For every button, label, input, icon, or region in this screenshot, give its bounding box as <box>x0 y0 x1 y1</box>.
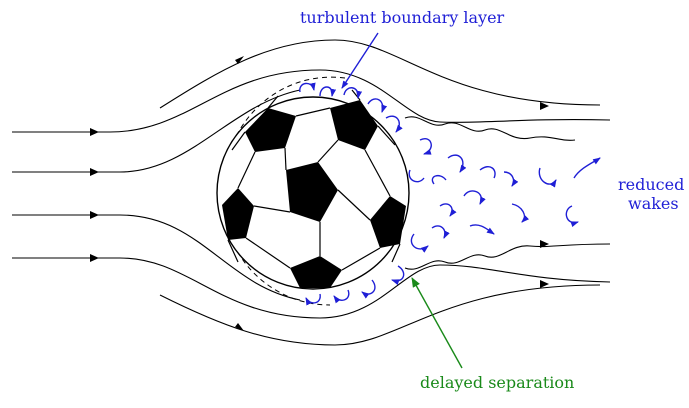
streamline-top-outer <box>159 39 601 109</box>
streamline-bottom-mid <box>12 257 611 319</box>
curl-arrow-icon <box>573 157 601 179</box>
reduced-wakes-label-line1: reduced <box>618 175 685 194</box>
curl-arrow-icon <box>367 98 388 113</box>
curl-arrow-icon <box>305 293 321 306</box>
flow-arrow <box>235 56 244 64</box>
curl-arrow-icon <box>431 225 450 239</box>
separation-pointer <box>411 277 463 369</box>
curl-arrow-icon <box>319 86 337 97</box>
wake-lower <box>404 243 611 270</box>
reduced-wakes-label-line2: wakes <box>628 194 679 213</box>
flow-arrow <box>90 168 99 176</box>
flow-arrow <box>90 128 99 136</box>
curl-arrow-icon <box>565 205 579 228</box>
curl-arrow-icon <box>410 233 429 253</box>
streamline-top-inner <box>12 89 301 173</box>
curl-arrow-icon <box>447 154 467 173</box>
flow-arrow <box>90 254 99 262</box>
curl-arrow-icon <box>503 171 519 187</box>
turbulent-boundary-layer-label: turbulent boundary layer <box>300 8 505 27</box>
streamline-bottom-outer <box>159 284 601 346</box>
boundary-layer-pointer <box>341 32 379 89</box>
curl-arrow-icon <box>333 289 350 304</box>
curl-arrow-icon <box>408 169 425 183</box>
streamline-top-mid <box>12 69 611 133</box>
turbulent-eddies <box>299 82 601 306</box>
curl-arrow-icon <box>419 138 432 155</box>
delayed-separation-label: delayed separation <box>420 373 575 392</box>
curl-arrow-icon <box>361 279 376 299</box>
curl-arrow-icon <box>343 87 363 99</box>
soccer-ball-icon <box>216 89 410 290</box>
curl-arrow-icon <box>385 115 403 133</box>
curl-arrow-icon <box>469 224 495 235</box>
curl-arrow-icon <box>511 203 530 223</box>
flow-arrow <box>235 323 244 331</box>
curl-arrow-icon <box>431 174 447 185</box>
curl-arrow-icon <box>299 82 316 93</box>
curl-arrow-icon <box>463 190 486 205</box>
wake-upper <box>404 116 576 141</box>
flow-arrow <box>540 280 549 288</box>
streamlines <box>12 39 611 346</box>
flow-arrow <box>540 102 549 110</box>
streamline-bottom-inner <box>12 214 301 301</box>
curl-arrow-icon <box>479 166 496 179</box>
curl-arrow-icon <box>391 265 405 286</box>
wake-boundaries <box>404 116 611 270</box>
boundary-layer-dashed <box>221 76 346 306</box>
curl-arrow-icon <box>439 203 457 217</box>
flow-arrow <box>90 211 99 219</box>
curl-arrow-icon <box>538 167 557 188</box>
